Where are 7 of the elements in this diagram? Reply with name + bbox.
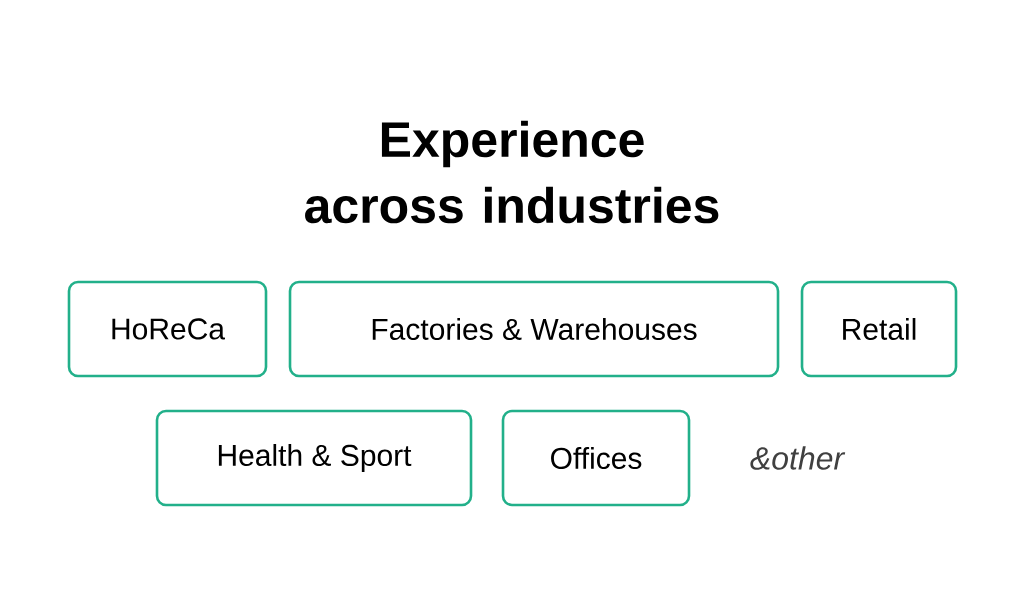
category-box: Factories & Warehouses [288,280,780,378]
title: Experience across industries [305,120,719,224]
category-box: Health & Sport [155,409,473,507]
category-box: HoReCa [67,280,268,378]
category-box: Retail [800,280,958,378]
category-box: Offices [501,409,691,507]
note-text: &other [750,446,846,470]
